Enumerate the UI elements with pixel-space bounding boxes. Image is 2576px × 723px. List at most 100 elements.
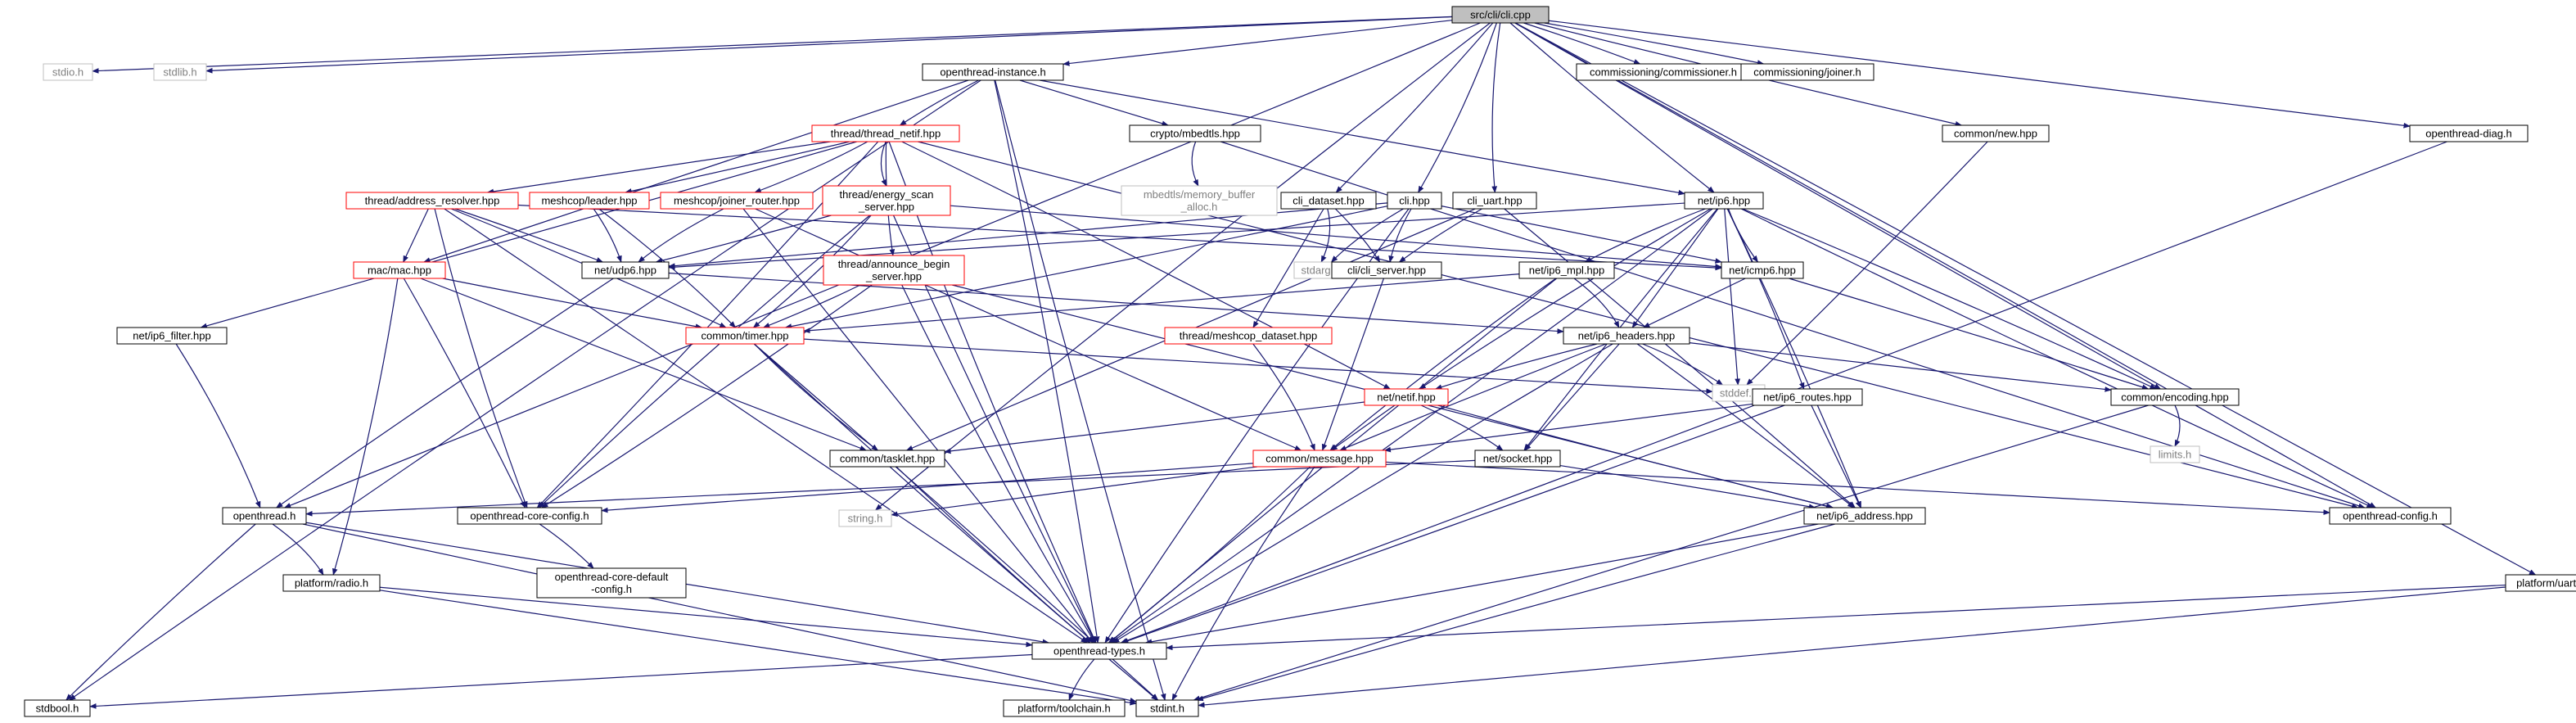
node-cli-server[interactable]: cli/cli_server.hpp [1331, 261, 1442, 279]
node-box [1003, 699, 1126, 717]
edge-thread_netif-to-meshcop_jr [754, 141, 868, 193]
node-platform-uart[interactable]: platform/uart.h [2505, 574, 2576, 592]
node-common-new[interactable]: common/new.hpp [1942, 124, 2050, 142]
edge-net_netif-to-ip6_address [1437, 404, 1834, 509]
node-toolchain[interactable]: platform/toolchain.h [1003, 699, 1126, 717]
edge-common_new-to-stddef [1746, 141, 1988, 386]
node-ip6-routes[interactable]: net/ip6_routes.hpp [1752, 388, 1863, 406]
node-common-message[interactable]: common/message.hpp [1252, 450, 1387, 468]
node-box [1752, 388, 1863, 406]
node-label: meshcop/leader.hpp [541, 195, 637, 207]
node-crypto-mbedtls[interactable]: crypto/mbedtls.hpp [1129, 124, 1261, 142]
node-label: thread/address_resolver.hpp [365, 195, 500, 207]
edge-ip6_address-to-stdint [1196, 523, 1835, 702]
node-net-icmp6[interactable]: net/icmp6.hpp [1721, 261, 1804, 279]
edge-net_netif-to-common_tasklet [944, 401, 1365, 454]
node-cli-cpp[interactable]: src/cli/cli.cpp [1451, 6, 1550, 24]
node-ip6-headers[interactable]: net/ip6_headers.hpp [1563, 327, 1690, 345]
edge-ot_instance-to-stdint [995, 79, 1166, 701]
node-stdbool[interactable]: stdbool.h [24, 699, 91, 717]
node-ot-instance[interactable]: openthread-instance.h [922, 63, 1064, 81]
edge-cli_cpp-to-joiner [1544, 22, 1765, 66]
node-ot-types[interactable]: openthread-types.h [1031, 642, 1167, 660]
node-ot-core-default[interactable]: openthread-core-default-config.h [536, 567, 687, 599]
edge-net_netif-to-common_message [1330, 404, 1396, 451]
edge-common_message-to-ot_types [1108, 466, 1311, 644]
node-cli-hpp[interactable]: cli.hpp [1387, 192, 1442, 210]
node-box [116, 327, 228, 345]
edge-net_ip6-to-net_icmp6 [1727, 208, 1758, 263]
node-label: mbedtls/memory_buffer [1144, 188, 1256, 201]
node-label: net/udp6.hpp [594, 264, 656, 277]
node-box [1740, 63, 1874, 81]
edge-cli_hpp-to-stdarg [1330, 208, 1404, 263]
node-joiner[interactable]: commissioning/joiner.h [1740, 63, 1874, 81]
node-box [829, 450, 945, 468]
node-ip6-mpl[interactable]: net/ip6_mpl.hpp [1518, 261, 1615, 279]
edge-thread_netif-to-energy_scan [880, 141, 887, 187]
edge-common_message-to-ot_core_config [601, 463, 1254, 513]
edge-cli_hpp-to-cli_server [1388, 208, 1412, 263]
node-ot-diag[interactable]: openthread-diag.h [2409, 124, 2529, 142]
node-box [2409, 124, 2529, 142]
edge-meshcop_jr-to-common_message [755, 208, 1302, 451]
node-net-ip6[interactable]: net/ip6.hpp [1684, 192, 1764, 210]
node-announce-begin[interactable]: thread/announce_begin_server.hpp [823, 255, 965, 286]
node-net-socket[interactable]: net/socket.hpp [1474, 450, 1561, 468]
edge-ot_types-to-stdint [1108, 658, 1158, 701]
node-cli-uart[interactable]: cli_uart.hpp [1452, 192, 1537, 210]
edge-net_icmp6-to-common_encoding [1789, 278, 2150, 390]
edge-mac_mac-to-common_tasklet [420, 278, 867, 451]
node-box [1803, 507, 1926, 525]
node-ot-core-config[interactable]: openthread-core-config.h [457, 507, 602, 525]
node-mac-mac[interactable]: mac/mac.hpp [353, 261, 446, 279]
node-common-timer[interactable]: common/timer.hpp [685, 327, 805, 345]
edge-ip6_routes-to-ot_types [1121, 404, 1785, 644]
node-box [1252, 450, 1387, 468]
edge-ot_instance-to-crypto_mbedtls [1019, 79, 1169, 127]
node-label: commissioning/commissioner.h [1590, 66, 1737, 79]
edge-net_socket-to-ip6_address [1559, 464, 1816, 510]
node-box [1387, 192, 1442, 210]
node-ip6-address[interactable]: net/ip6_address.hpp [1803, 507, 1926, 525]
node-cli-dataset[interactable]: cli_dataset.hpp [1280, 192, 1377, 210]
edge-energy_scan-to-net_icmp6 [950, 205, 1722, 269]
node-commissioner[interactable]: commissioning/commissioner.h [1576, 63, 1751, 81]
node-box [581, 261, 670, 279]
node-thread-netif[interactable]: thread/thread_netif.hpp [811, 124, 960, 142]
edge-meshcop_jr-to-ot_types [742, 208, 1094, 644]
node-box [1364, 388, 1449, 406]
edge-ip6_mpl-to-common_message [1329, 278, 1557, 451]
node-stdint[interactable]: stdint.h [1135, 699, 1199, 717]
node-box [222, 507, 307, 525]
node-box [1452, 192, 1537, 210]
node-common-encoding[interactable]: common/encoding.hpp [2110, 388, 2240, 406]
node-meshcop-leader[interactable]: meshcop/leader.hpp [529, 192, 650, 210]
node-label: _server.hpp [858, 201, 914, 213]
node-label: common/encoding.hpp [2121, 391, 2229, 404]
node-net-netif[interactable]: net/netif.hpp [1364, 388, 1449, 406]
edge-ip6_headers-to-common_encoding [1689, 342, 2112, 392]
edge-addr_resolver-to-ot_types [444, 208, 1088, 644]
edge-addr_resolver-to-net_icmp6 [517, 204, 1722, 271]
edge-cli_cpp-to-stdlib [205, 16, 1453, 74]
node-common-tasklet[interactable]: common/tasklet.hpp [829, 450, 945, 468]
node-meshcop-jr[interactable]: meshcop/joiner_router.hpp [660, 192, 814, 210]
node-box [1164, 327, 1333, 345]
edge-ip6_filter-to-openthread_h [175, 343, 261, 508]
node-meshcop-dataset[interactable]: thread/meshcop_dataset.hpp [1164, 327, 1333, 345]
node-label: net/ip6.hpp [1698, 195, 1750, 207]
node-label: src/cli/cli.cpp [1470, 9, 1531, 21]
node-net-udp6[interactable]: net/udp6.hpp [581, 261, 670, 279]
node-openthread-h[interactable]: openthread.h [222, 507, 307, 525]
node-box [153, 63, 207, 81]
edge-addr_resolver-to-ot_core_config [434, 208, 528, 508]
edge-cli_hpp-to-net_udp6 [668, 202, 1388, 269]
node-addr-resolver[interactable]: thread/address_resolver.hpp [345, 192, 519, 210]
edge-common_tasklet-to-ot_types [896, 466, 1091, 644]
node-ot-config[interactable]: openthread-config.h [2329, 507, 2452, 525]
node-energy-scan[interactable]: thread/energy_scan_server.hpp [822, 185, 951, 216]
node-platform-radio[interactable]: platform/radio.h [282, 574, 381, 592]
node-ip6-filter[interactable]: net/ip6_filter.hpp [116, 327, 228, 345]
